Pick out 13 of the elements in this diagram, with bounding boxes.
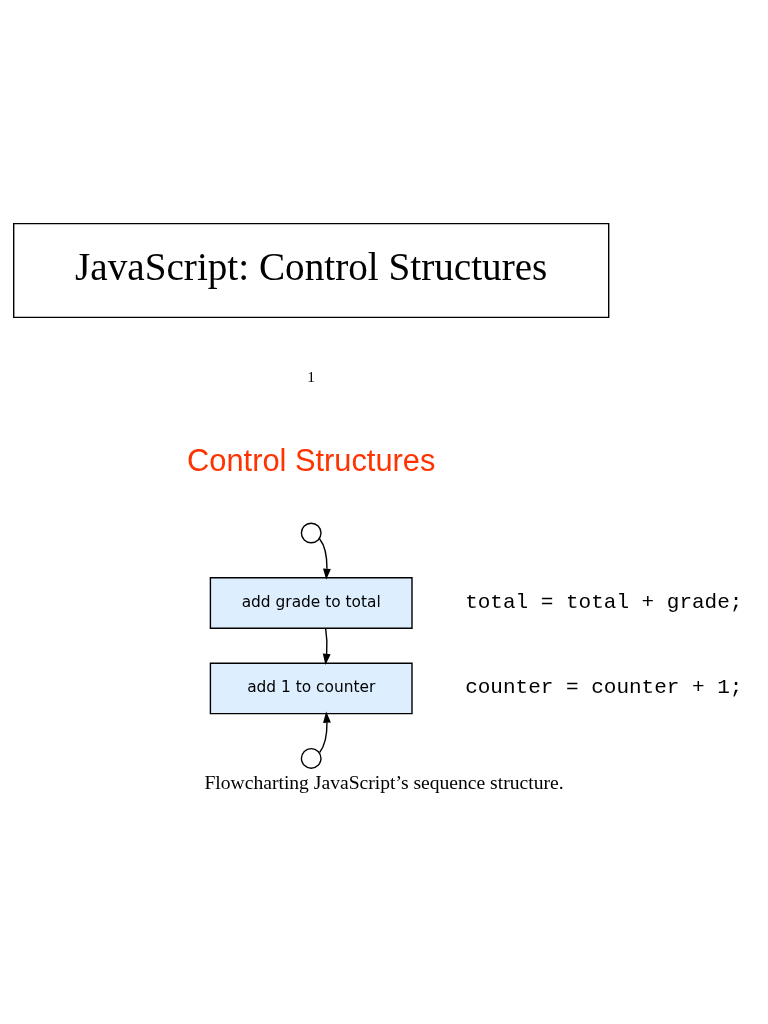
caption: Flowcharting JavaScript’s sequence structure. [204,772,564,794]
label: 1 [307,367,316,385]
label: Control Structures [187,442,436,478]
arrow [318,711,331,754]
node-box: add grade to total [209,577,413,629]
arrow [322,627,331,665]
node-label: total = total + grade; [465,590,743,614]
node-label: counter = counter + 1; [465,676,743,700]
diagram-title: JavaScript: Control Structures [75,245,548,289]
arrow [318,538,331,580]
node-circle [300,747,322,769]
node-box: add 1 to counter [209,662,413,715]
node-circle [300,522,322,544]
